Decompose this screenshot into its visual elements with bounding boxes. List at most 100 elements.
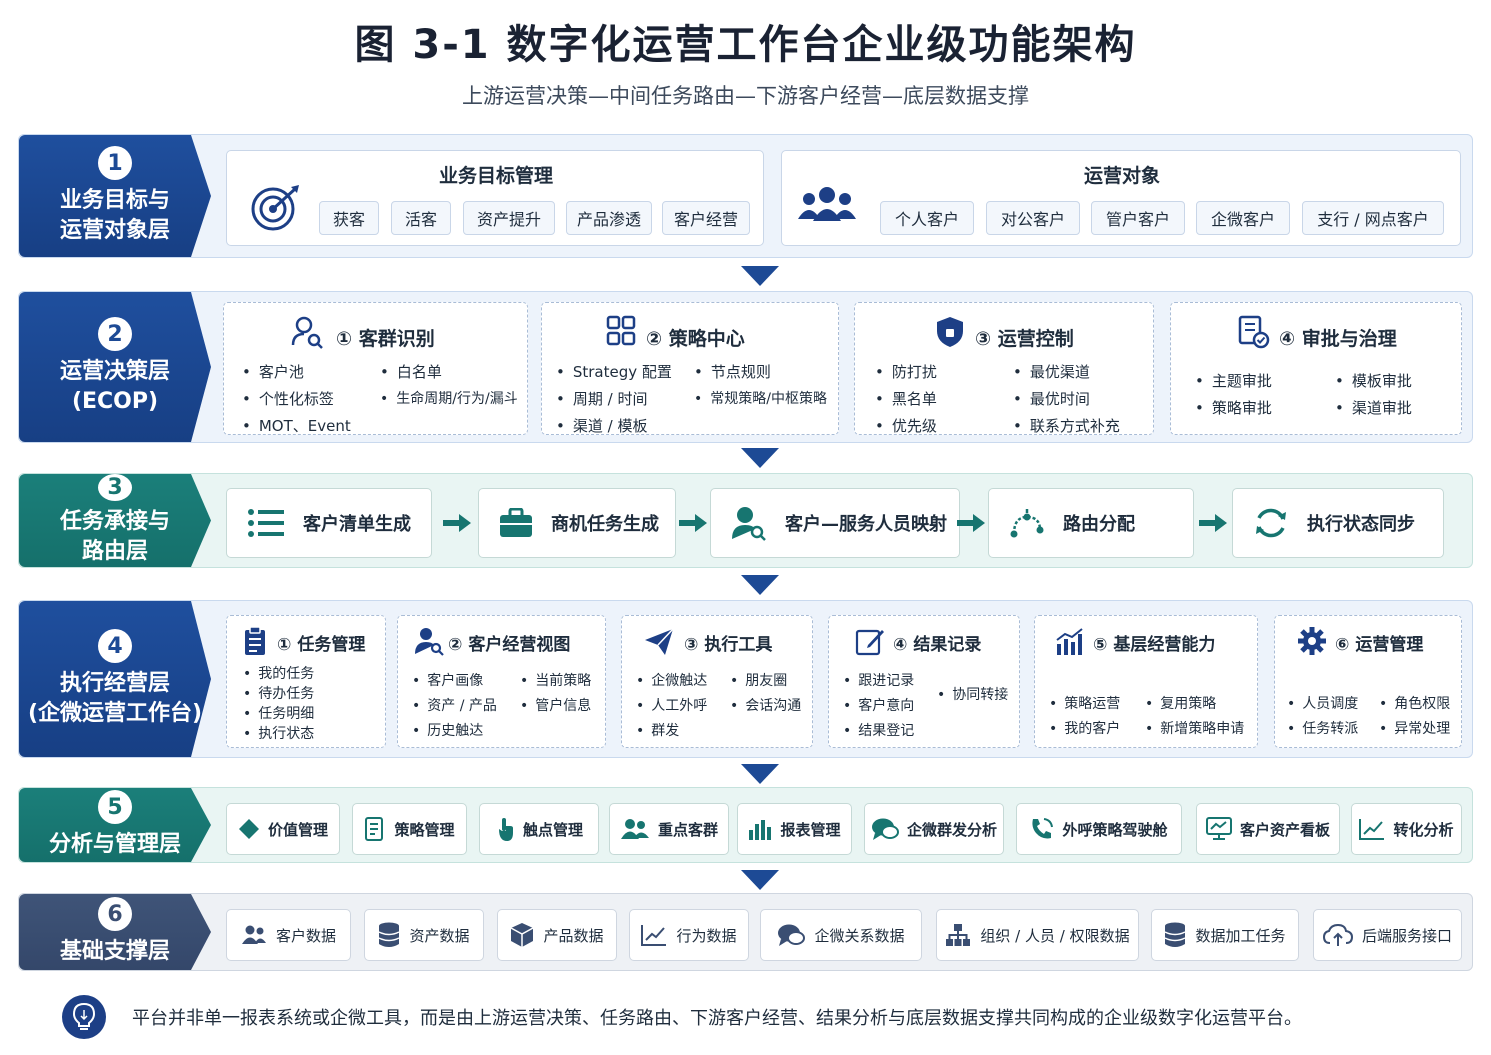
list-item: 待办任务 (243, 683, 314, 703)
list-item: 执行状态 (243, 723, 314, 743)
analysis-item: 转化分析 (1351, 803, 1462, 855)
list-item: 跟进记录 (843, 670, 914, 690)
layer-2-label: 2 运营决策层 (ECOP) (19, 292, 211, 442)
exec-box-1: ① 任务管理 我的任务 待办任务 任务明细 执行状态 (226, 615, 386, 748)
list-item: 企微触达 (636, 670, 707, 690)
data-item-label: 资产数据 (409, 926, 470, 945)
exec-box-2: ② 客户经营视图 客户画像 当前策略 资产 / 产品 管户信息 历史触达 (397, 615, 606, 748)
edit-icon (855, 629, 884, 656)
layer-6-label: 6 基础支撑层 (19, 894, 211, 970)
list-item: 周期 / 时间 (556, 388, 648, 409)
analysis-item-label: 重点客群 (657, 820, 718, 839)
right-arrow-icon (957, 514, 985, 532)
layer-name: 分析与管理层 (48, 832, 181, 857)
clipboard-icon (245, 626, 265, 655)
layer-5: 5 分析与管理层 价值管理 策略管理 触点管理 重点客群 报表管理 企微群发分析… (18, 787, 1473, 863)
list-item: 策略运营 (1049, 693, 1120, 713)
flow-step-label: 路由分配 (1063, 514, 1135, 535)
list-item: 人员调度 (1287, 693, 1358, 713)
list-item: 群发 (636, 720, 679, 740)
layer-2: 2 运营决策层 (ECOP) ① 客群识别 客户池 白名单 个性化标签 生命周期… (18, 291, 1473, 443)
box-title-text: 结果记录 (913, 635, 982, 655)
analysis-item-label: 策略管理 (394, 820, 455, 839)
list-icon (248, 509, 284, 537)
user-search-icon (415, 628, 444, 656)
chat-icon (778, 924, 806, 946)
briefcase-icon (500, 508, 532, 537)
box-number: ③ (975, 328, 992, 350)
down-arrow-icon (741, 448, 779, 468)
list-item: 我的任务 (243, 663, 314, 683)
box-number: ⑤ (1093, 635, 1108, 655)
list-item: 角色权限 (1379, 693, 1450, 713)
data-item-label: 数据加工任务 (1195, 926, 1286, 945)
target-icon (251, 185, 299, 231)
layer-1: 1 业务目标与 运营对象层 业务目标管理 获客 活客 资产提升 产品渗透 客户经… (18, 134, 1473, 258)
page-subtitle: 上游运营决策—中间任务路由—下游客户经营—底层数据支撑 (462, 84, 1029, 108)
analysis-item-label: 价值管理 (267, 820, 328, 839)
down-arrow-icon (741, 575, 779, 595)
gear-icon (1298, 627, 1326, 655)
lightbulb-icon (62, 995, 106, 1039)
layer-4: 4 执行经营层 (企微运营工作台) ① 任务管理 我的任务 待办任务 任务明细 … (18, 600, 1473, 758)
list-item: 我的客户 (1049, 718, 1120, 738)
data-item: 产品数据 (497, 909, 617, 961)
document-icon (365, 817, 384, 841)
box-number: ① (336, 328, 353, 350)
layer-number: 1 (98, 146, 132, 180)
list-item: Strategy 配置 (556, 361, 672, 382)
box-number: ② (646, 328, 663, 350)
target-chip: 管户客户 (1091, 201, 1185, 235)
layer-5-label: 5 分析与管理层 (19, 788, 211, 862)
layer-name: 执行经营层 (企微运营工作台) (27, 671, 203, 726)
layer-name: 运营决策层 (ECOP) (59, 359, 170, 414)
analysis-item: 客户资产看板 (1196, 803, 1340, 855)
monitor-chart-icon (1205, 817, 1232, 840)
right-arrow-icon (1199, 514, 1227, 532)
data-item: 数据加工任务 (1151, 909, 1299, 961)
data-item: 行为数据 (629, 909, 749, 961)
user-search-icon (732, 507, 766, 541)
list-item: 生命周期/行为/漏斗 (380, 388, 517, 408)
list-item: 白名单 (380, 361, 442, 382)
users-icon (241, 925, 266, 944)
list-item: 任务明细 (243, 703, 314, 723)
decision-box-3: ③ 运营控制 防打扰 最优渠道 黑名单 最优时间 优先级 联系方式补充 (854, 302, 1154, 435)
data-item-label: 行为数据 (676, 926, 737, 945)
list-item: 策略审批 (1195, 397, 1272, 418)
flow-step-label: 执行状态同步 (1307, 514, 1415, 535)
exec-box-6: ⑥ 运营管理 人员调度 角色权限 任务转派 异常处理 (1274, 615, 1462, 748)
route-icon (1010, 509, 1044, 538)
user-search-icon (291, 316, 323, 349)
goal-chip: 活客 (391, 201, 451, 235)
list-item: MOT、Event (242, 415, 351, 436)
box-title: 业务目标管理 (438, 165, 553, 187)
list-item: 朋友圈 (730, 670, 787, 690)
send-icon (645, 628, 674, 655)
diamond-icon (238, 819, 259, 839)
down-arrow-icon (741, 764, 779, 784)
box-title: ④ 结果记录 (893, 630, 981, 655)
list-item: 最优渠道 (1013, 361, 1090, 382)
analysis-item-label: 客户资产看板 (1239, 820, 1330, 839)
goal-chip: 获客 (319, 201, 379, 235)
list-item: 客户画像 (412, 670, 483, 690)
data-item: 组织 / 人员 / 权限数据 (936, 909, 1139, 961)
box-number: ② (448, 635, 463, 655)
decision-box-4: ④ 审批与治理 主题审批 模板审批 策略审批 渠道审批 (1170, 302, 1462, 435)
data-item: 企微关系数据 (760, 909, 922, 961)
flow-step-label: 客户清单生成 (303, 514, 411, 535)
list-item: 当前策略 (520, 670, 591, 690)
box-title-text: 运营控制 (997, 328, 1074, 350)
data-item-label: 后端服务接口 (1361, 926, 1452, 945)
box-number: ③ (684, 635, 699, 655)
list-item: 联系方式补充 (1013, 415, 1120, 436)
grid-icon (606, 315, 636, 346)
layer-name: 基础支撑层 (59, 939, 170, 964)
layer-name: 任务承接与 路由层 (59, 509, 170, 564)
list-item: 主题审批 (1195, 370, 1272, 391)
box-title: ④ 审批与治理 (1279, 324, 1397, 351)
goal-chip: 资产提升 (463, 201, 555, 235)
list-item: 最优时间 (1013, 388, 1090, 409)
goal-chip: 客户经营 (662, 201, 750, 235)
